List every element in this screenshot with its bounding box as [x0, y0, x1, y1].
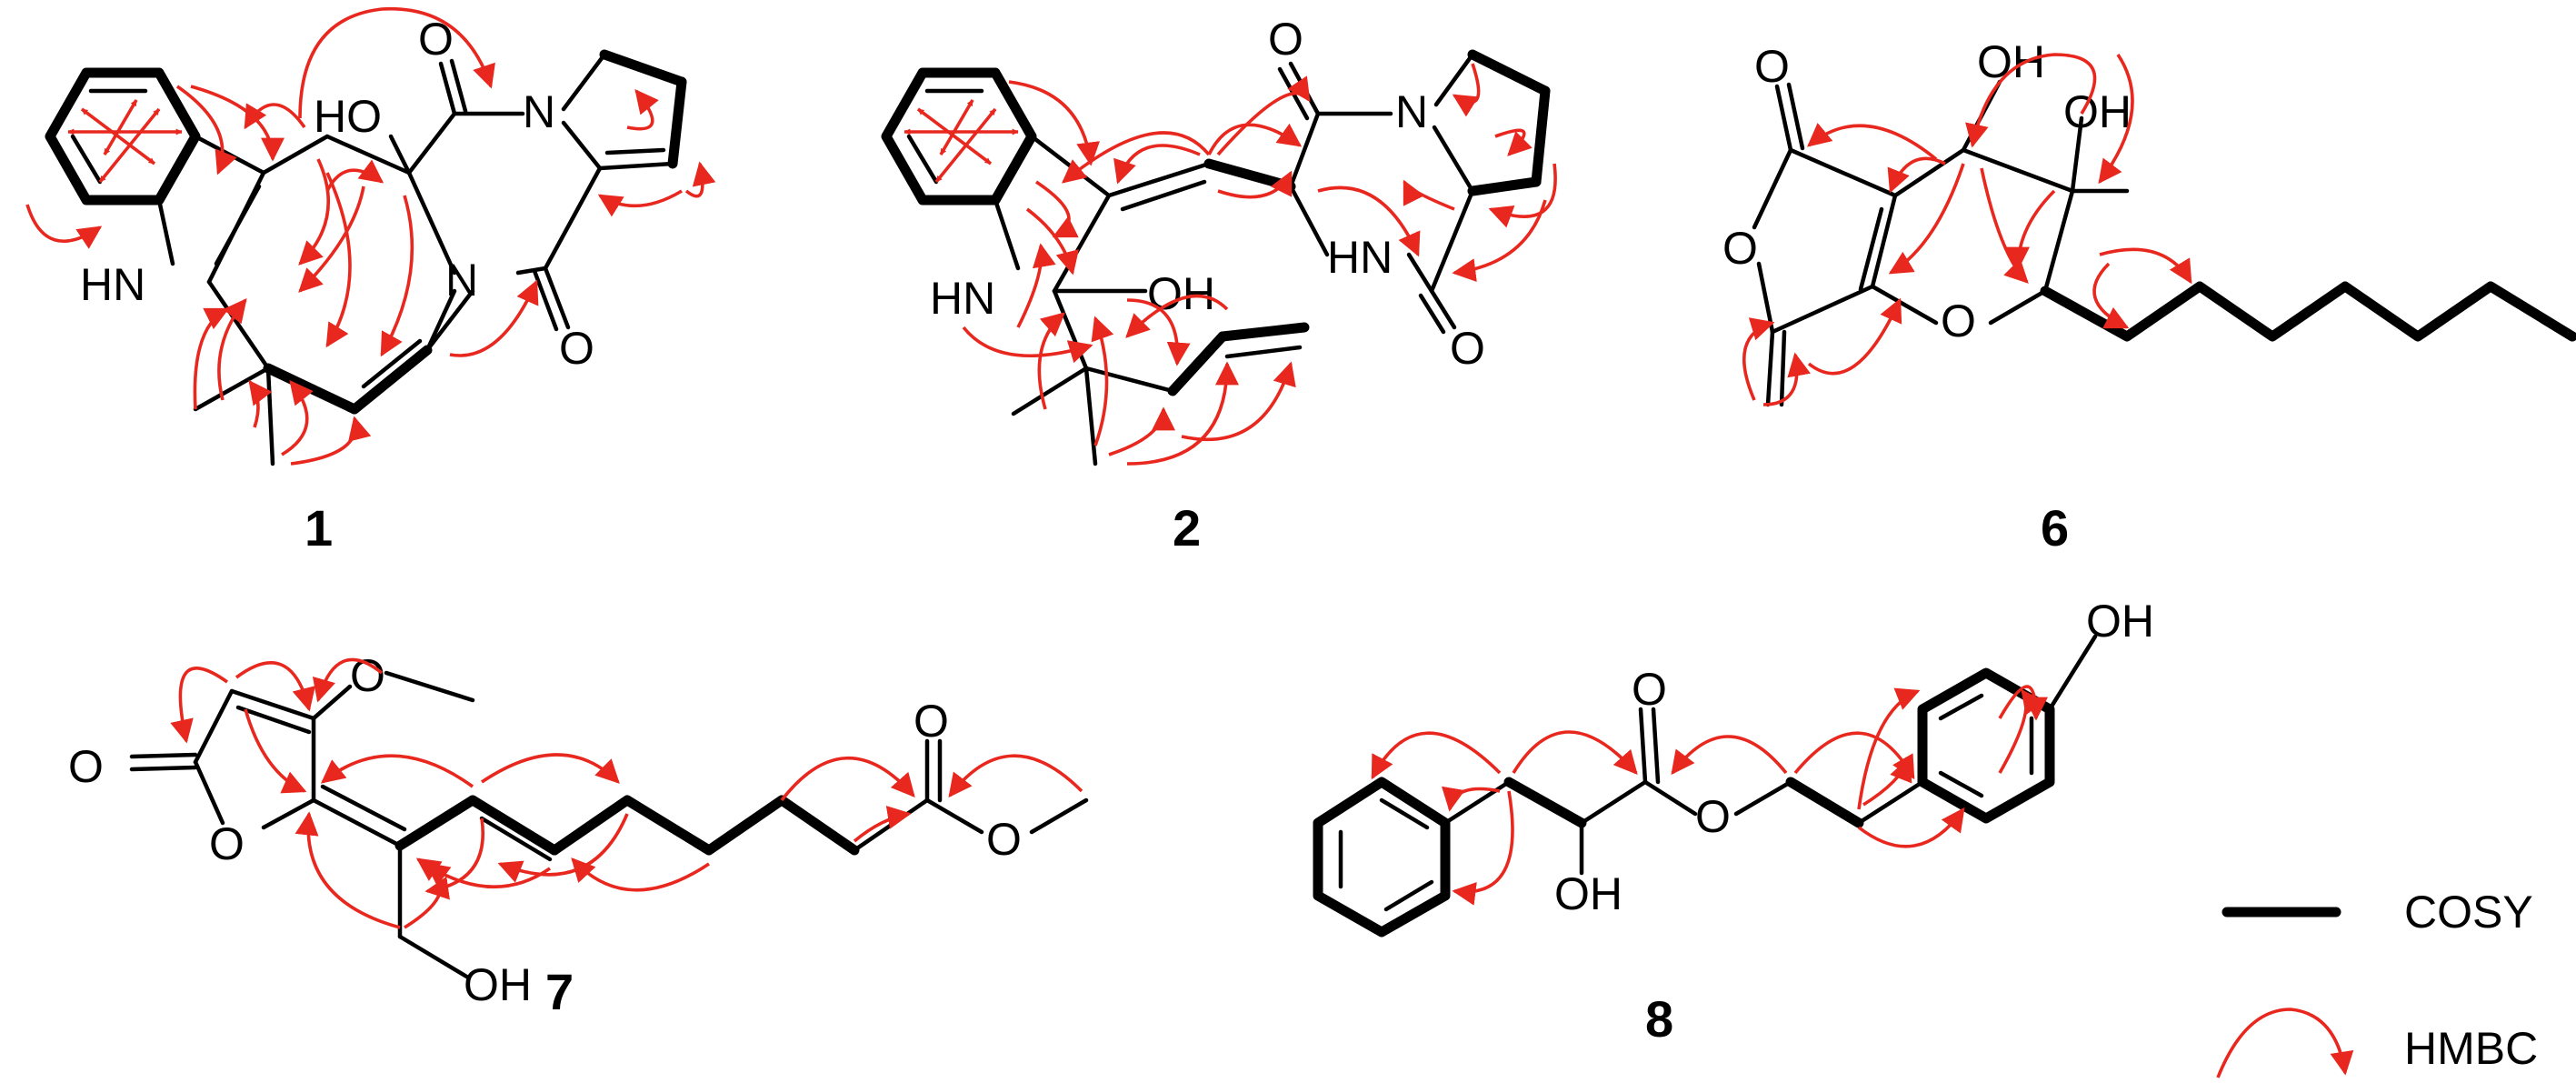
compound-2: HN OH O N HN O	[881, 14, 1557, 557]
c1-o-amide-label: O	[559, 323, 594, 374]
c2-n-pro-label: N	[1395, 86, 1428, 137]
c7-o-ester-label: O	[986, 814, 1022, 865]
c7-o-carbonyl-label: O	[68, 741, 104, 792]
c7-o-ring-label: O	[209, 818, 245, 869]
c8-oh-phenol-label: OH	[2086, 596, 2154, 647]
compound-7-bonds	[129, 670, 1089, 980]
c1-n-amide-label: N	[445, 255, 478, 306]
c2-hn-label: HN	[930, 273, 995, 324]
c6-o-pyran-label: O	[1941, 296, 1976, 346]
c1-nh-label: HN	[80, 259, 145, 310]
compound-8-bonds	[1313, 634, 2341, 938]
compound-6: O O O OH OH 6	[1722, 36, 2576, 557]
compound-7-atoms: O O O OH O O	[68, 650, 1022, 1010]
c8-o-ester-co-label: O	[1632, 664, 1667, 715]
hmbc-arrow-icon	[2216, 1008, 2354, 1078]
c6-oh2-label: OH	[2063, 86, 2132, 137]
compound-2-hmbc	[904, 63, 1557, 466]
compound-6-hmbc	[1742, 53, 2192, 406]
compound-7-hmbc	[170, 657, 1083, 929]
compound-1-hmbc	[25, 6, 716, 466]
compound-6-bonds	[1752, 79, 2576, 407]
compound-8-hmbc	[1371, 685, 2048, 906]
c7-oh-label: OH	[464, 959, 532, 1010]
legend-cosy: COSY	[2404, 887, 2533, 938]
compound-7-number: 7	[545, 963, 574, 1020]
c8-oh-label: OH	[1554, 868, 1622, 919]
c7-o-methoxy-label: O	[350, 650, 385, 701]
legend: COSY HMBC	[2216, 887, 2538, 1078]
compound-6-number: 6	[2041, 499, 2069, 557]
compound-8-number: 8	[1645, 990, 1673, 1048]
compound-2-atoms: HN OH O N HN O	[927, 14, 1485, 374]
compound-1: HN HO O N N O	[25, 6, 716, 557]
legend-hmbc: HMBC	[2216, 1008, 2538, 1078]
compound-8: O O OH OH 8	[1313, 596, 2341, 1048]
compound-8-atoms: O O OH OH	[1554, 596, 2154, 919]
c2-o-amide-label: O	[1450, 323, 1485, 374]
compound-1-atoms: HN HO O N N O	[77, 14, 594, 374]
compound-2-bonds	[881, 49, 1551, 466]
c6-oh1-label: OH	[1977, 36, 2045, 87]
c2-o-top-label: O	[1268, 14, 1303, 65]
c2-hn-amide-label: HN	[1327, 232, 1393, 283]
compound-7: O O O OH O O 7	[68, 650, 1089, 1020]
compound-6-atoms: O O O OH OH	[1722, 36, 2132, 346]
c1-n-pyrrole-label: N	[523, 86, 555, 137]
c1-o-top-label: O	[418, 14, 454, 65]
c6-o-lactone-ring-label: O	[1722, 223, 1758, 274]
legend-cosy-label: COSY	[2404, 887, 2533, 938]
c7-o-ester-co-label: O	[914, 696, 949, 747]
c1-ho-label: HO	[314, 91, 382, 142]
c6-o-lactone-co-label: O	[1754, 41, 1790, 92]
compound-2-number: 2	[1173, 499, 1201, 557]
compound-1-number: 1	[305, 499, 333, 557]
c8-o-ester-label: O	[1695, 791, 1731, 842]
legend-hmbc-label: HMBC	[2404, 1023, 2538, 1074]
